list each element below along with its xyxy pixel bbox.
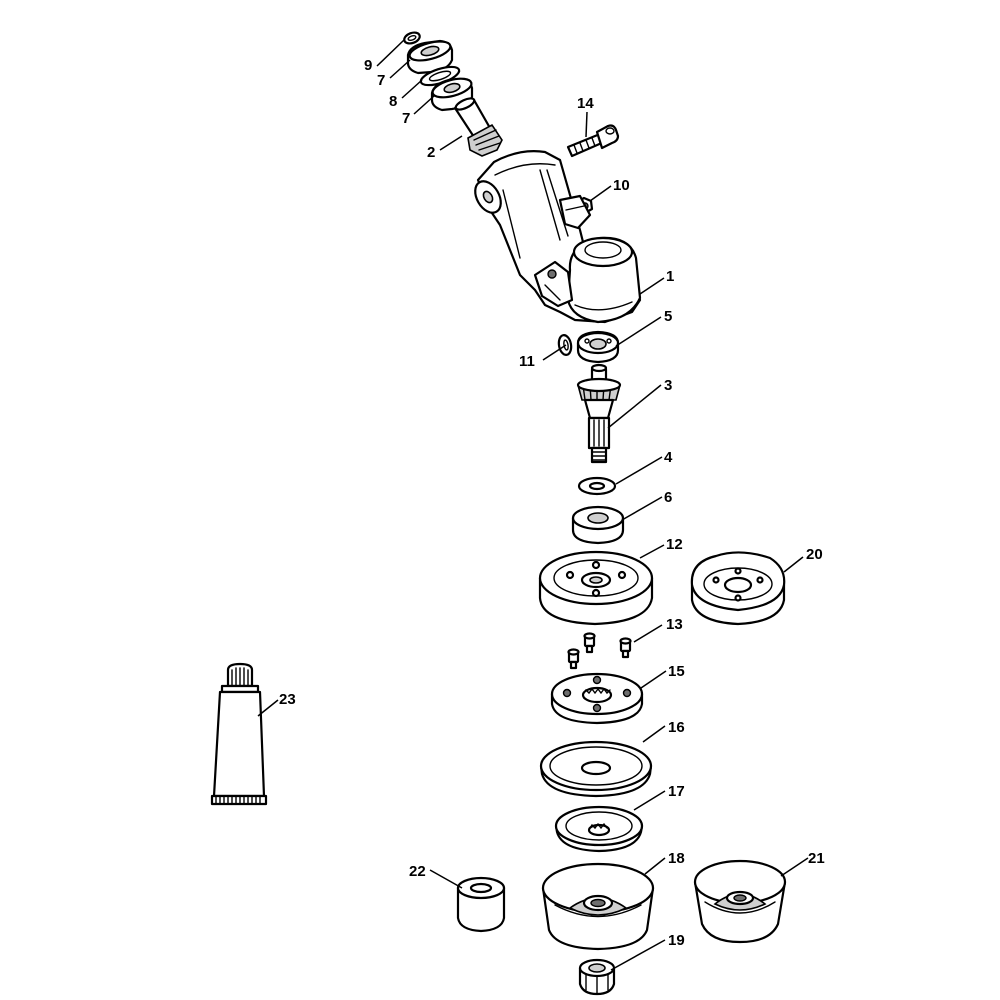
callout-9: 9	[364, 57, 372, 74]
part-1-gear-housing[interactable]	[470, 150, 642, 324]
part-4-washer[interactable]	[577, 476, 617, 496]
part-9-retaining-ring[interactable]	[403, 31, 421, 46]
screw-13-a[interactable]	[583, 632, 596, 654]
callout-6: 6	[664, 489, 672, 506]
callout-23: 23	[279, 691, 296, 708]
callout-22: 22	[409, 863, 426, 880]
part-17-guard-disc[interactable]	[554, 805, 644, 853]
callout-20: 20	[806, 546, 823, 563]
callout-16: 16	[668, 719, 685, 736]
part-19-mounting-nut[interactable]	[578, 958, 616, 996]
part-16-cover-disc[interactable]	[539, 740, 653, 798]
part-15-thrust-washer[interactable]	[550, 672, 644, 725]
part-20-thrust-plate[interactable]	[690, 551, 786, 626]
part-23-grease-tube[interactable]	[210, 662, 268, 806]
callout-14: 14	[577, 95, 594, 112]
leader-lines	[257, 39, 809, 971]
part-6-bearing[interactable]	[571, 505, 625, 545]
callout-2: 2	[427, 144, 435, 161]
callout-18: 18	[668, 850, 685, 867]
part-7-bearing-upper[interactable]	[406, 38, 454, 75]
callout-labels: 9 7 8 7 2 14 10 1 5 11 3 4 6 12 20 13 15…	[279, 57, 825, 949]
part-12-thrust-plate[interactable]	[538, 550, 654, 626]
callout-7-upper: 7	[377, 72, 385, 89]
screw-13-c[interactable]	[619, 637, 632, 659]
callout-4: 4	[664, 449, 673, 466]
callout-19: 19	[668, 932, 685, 949]
screw-13-b[interactable]	[567, 648, 580, 670]
callout-3: 3	[664, 377, 672, 394]
callout-11: 11	[519, 353, 535, 370]
part-13-screws[interactable]	[567, 632, 632, 670]
callout-15: 15	[668, 663, 685, 680]
part-5-bearing[interactable]	[576, 330, 620, 364]
callout-5: 5	[664, 308, 672, 325]
part-22-bushing[interactable]	[456, 876, 506, 933]
callout-7-lower: 7	[402, 110, 410, 127]
callout-21: 21	[808, 850, 825, 867]
callout-10: 10	[613, 177, 630, 194]
callout-12: 12	[666, 536, 683, 553]
callout-1: 1	[666, 268, 674, 285]
part-14-screw[interactable]	[566, 124, 620, 158]
part-18-guard-cup[interactable]	[541, 862, 655, 951]
part-21-guard-cup[interactable]	[693, 859, 787, 944]
callout-13: 13	[666, 616, 683, 633]
callout-17: 17	[668, 783, 685, 800]
callout-8: 8	[389, 93, 397, 110]
part-2-bevel-pinion[interactable]	[453, 96, 503, 157]
part-3-gear-shaft[interactable]	[576, 363, 622, 464]
